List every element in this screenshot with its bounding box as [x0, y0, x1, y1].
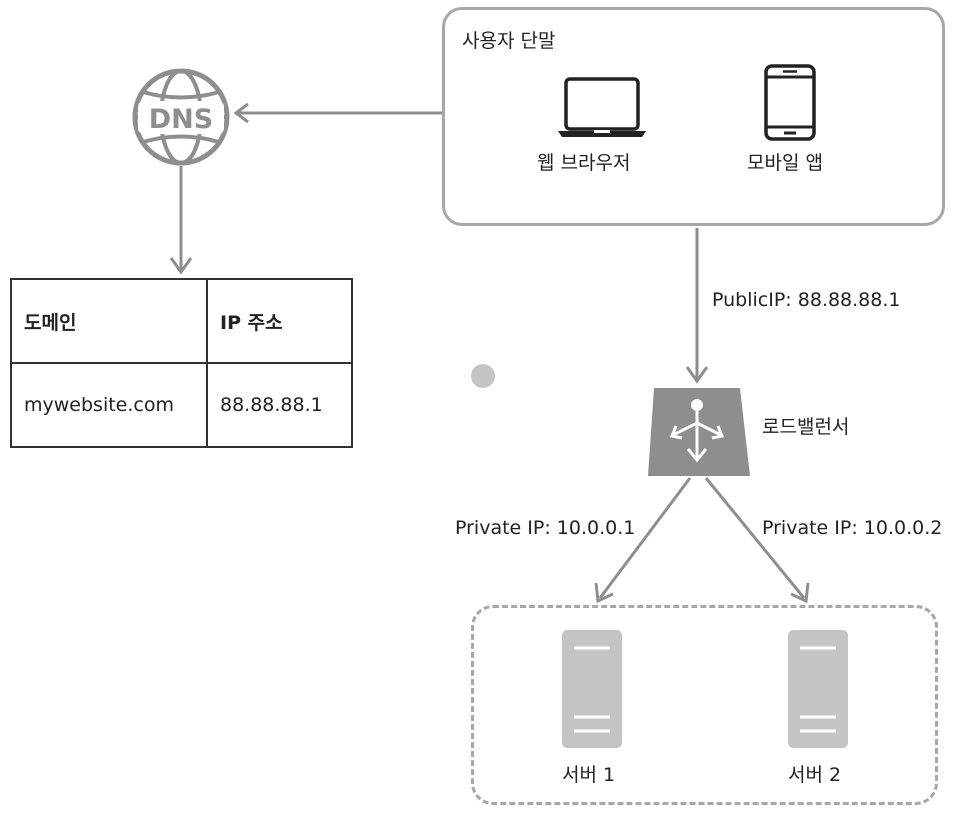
- gray-dot: [471, 364, 495, 388]
- arrowhead-user-to-lb: [685, 366, 709, 384]
- dns-table-header-domain: 도메인: [10, 278, 208, 364]
- arrowhead-user-to-dns: [233, 102, 249, 124]
- user-devices-title: 사용자 단말: [462, 30, 556, 52]
- dns-table: 도메인 IP 주소 mywebsite.com 88.88.88.1: [10, 278, 353, 448]
- web-browser-label: 웹 브라우저: [537, 152, 631, 174]
- public-ip-label: PublicIP: 88.88.88.1: [712, 289, 901, 311]
- server-1-icon: [562, 630, 622, 748]
- mobile-phone-icon: [764, 64, 816, 141]
- private-ip-1-label: Private IP: 10.0.0.1: [455, 517, 636, 539]
- dns-table-header-ip: IP 주소: [206, 278, 353, 364]
- server-2-icon: [788, 630, 848, 748]
- load-balancer-icon: [648, 388, 750, 476]
- dns-globe-icon: DNS: [132, 68, 230, 166]
- arrowhead-lb-to-server2: [790, 582, 810, 604]
- arrowhead-lb-to-server1: [594, 582, 614, 604]
- server-group-box: [471, 605, 938, 805]
- arrow-lb-to-server1: [598, 477, 692, 599]
- dns-icon-label: DNS: [149, 104, 213, 135]
- table-row: mywebsite.com 88.88.88.1: [10, 362, 353, 448]
- server-2-label: 서버 2: [788, 764, 842, 786]
- dns-table-header-row: 도메인 IP 주소: [10, 278, 353, 364]
- dns-table-cell-ip: 88.88.88.1: [206, 362, 353, 448]
- mobile-app-label: 모바일 앱: [747, 152, 823, 174]
- user-devices-box: [442, 7, 945, 226]
- dns-table-cell-domain: mywebsite.com: [10, 362, 208, 448]
- server-1-label: 서버 1: [562, 764, 616, 786]
- arrow-lb-to-server2: [704, 477, 806, 599]
- arrowhead-dns-to-table: [169, 257, 193, 275]
- load-balancer-label: 로드밸런서: [762, 416, 850, 438]
- laptop-icon: [558, 77, 646, 137]
- private-ip-2-label: Private IP: 10.0.0.2: [762, 517, 943, 539]
